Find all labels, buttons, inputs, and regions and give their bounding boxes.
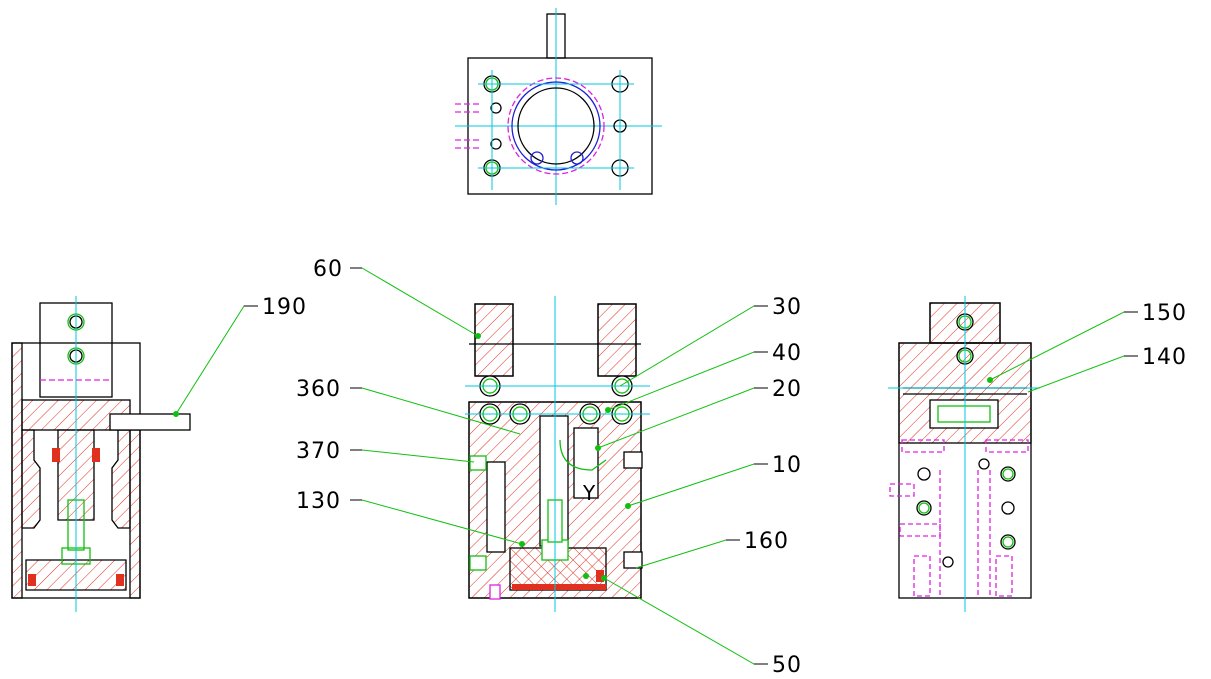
callout-140: 140	[1142, 345, 1187, 370]
callout-10: 10	[772, 453, 802, 478]
callout-labels: 60 190 30 40 360 20 370 10 130 160 150 1…	[262, 257, 1187, 678]
callout-370: 370	[296, 439, 341, 464]
callout-150: 150	[1142, 301, 1187, 326]
callout-20: 20	[772, 377, 802, 402]
callout-50: 50	[772, 653, 802, 678]
callout-60: 60	[313, 257, 343, 282]
callout-160: 160	[744, 529, 789, 554]
detail-mark-y: Y	[582, 481, 596, 505]
right-section	[888, 296, 1040, 612]
callout-40: 40	[772, 341, 802, 366]
leader-lines	[173, 267, 1138, 665]
top-view	[455, 8, 662, 205]
callout-130: 130	[296, 489, 341, 514]
left-section	[11, 296, 191, 612]
front-section: Y	[465, 296, 650, 612]
callout-360: 360	[296, 377, 341, 402]
callout-30: 30	[772, 295, 802, 320]
callout-190: 190	[262, 295, 307, 320]
